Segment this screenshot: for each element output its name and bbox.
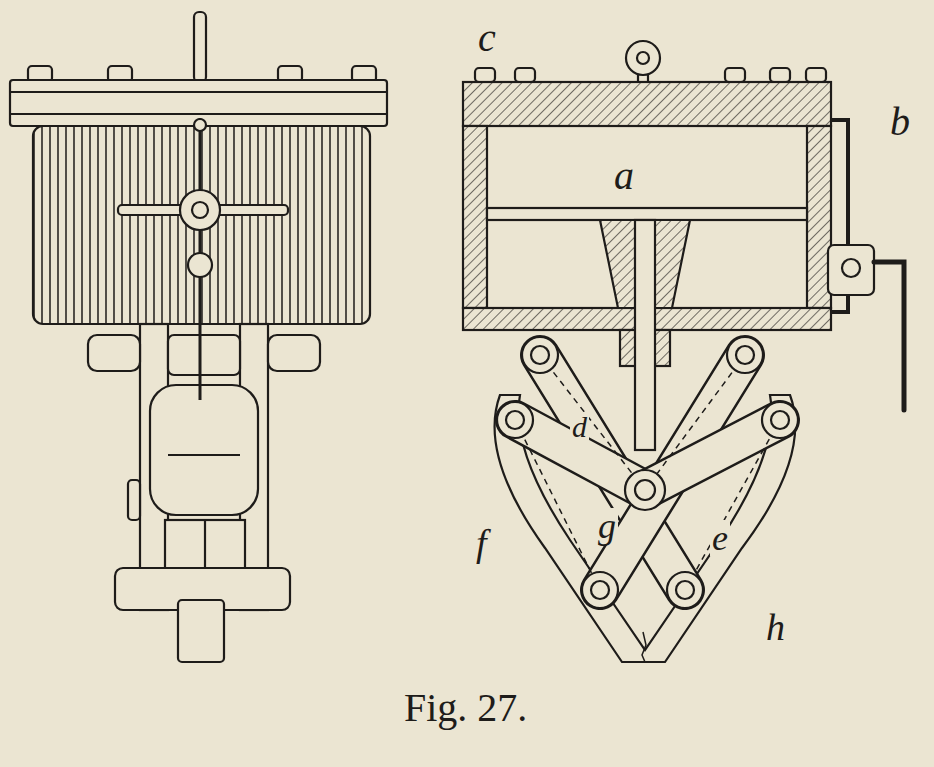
gripper-linkage-part (771, 411, 789, 429)
callout-letter: c (476, 18, 498, 58)
gripper-linkage-part (645, 420, 780, 490)
callout-letter: d (570, 412, 589, 442)
section-view-part (637, 52, 649, 64)
section-view-part (828, 245, 874, 295)
gripper-linkage-part (635, 480, 655, 500)
gripper-linkage-part (582, 572, 618, 608)
side-view-part (168, 454, 240, 456)
gripper-linkage-part (522, 337, 558, 373)
section-view-part (842, 259, 860, 277)
side-view-part (10, 113, 387, 115)
section-view-part (463, 82, 831, 126)
gripper-linkage-part (497, 402, 533, 438)
callout-letter: e (710, 520, 730, 556)
callout-letter: a (612, 156, 636, 196)
side-view-part (188, 253, 212, 277)
gripper-linkage-part (625, 470, 665, 510)
side-view-part (192, 202, 208, 218)
section-view (463, 41, 904, 450)
gripper-linkage-part (540, 355, 645, 490)
gripper-linkage-part (676, 581, 694, 599)
callout-letter: b (888, 102, 912, 142)
callout-letter: g (596, 508, 618, 544)
section-view-part (874, 262, 904, 410)
side-view-part (178, 600, 224, 662)
side-view-part (10, 91, 387, 93)
side-view-part (88, 335, 140, 371)
callout-letter: h (764, 608, 787, 646)
gripper-linkage-part (515, 420, 600, 590)
section-view-part (487, 208, 807, 220)
gripper-linkage-part (645, 420, 780, 490)
gripper-linkage-part (762, 402, 798, 438)
gripper-linkage (495, 337, 798, 662)
gripper-linkage-part (645, 355, 745, 490)
section-view-part (475, 68, 495, 82)
gripper-linkage-part (531, 346, 549, 364)
section-view-part (515, 68, 535, 82)
side-view-part (165, 520, 245, 570)
section-view-part (463, 126, 487, 308)
side-view-part (168, 335, 240, 375)
section-view-part (626, 41, 660, 75)
section-view-part (806, 68, 826, 82)
section-view-part (831, 120, 848, 245)
side-view-part (194, 119, 206, 131)
section-view-part (725, 68, 745, 82)
side-view-part (180, 190, 220, 230)
side-view-part (150, 385, 258, 515)
gripper-linkage-part (591, 581, 609, 599)
gripper-linkage-part (506, 411, 524, 429)
side-view-part (194, 12, 206, 82)
figure-caption: Fig. 27. (402, 688, 529, 728)
section-view-part (770, 68, 790, 82)
section-view-part (635, 220, 655, 450)
gripper-linkage-part (736, 346, 754, 364)
gripper-linkage-part (685, 420, 780, 590)
gripper-linkage-part (667, 572, 703, 608)
side-view-part (268, 335, 320, 371)
side-view-part (128, 480, 140, 520)
callout-letter: f (474, 524, 489, 562)
gripper-linkage-part (727, 337, 763, 373)
side-view-part (204, 520, 206, 570)
section-view-part (831, 295, 848, 312)
side-view (10, 12, 387, 662)
gripper-linkage-part (642, 632, 646, 662)
